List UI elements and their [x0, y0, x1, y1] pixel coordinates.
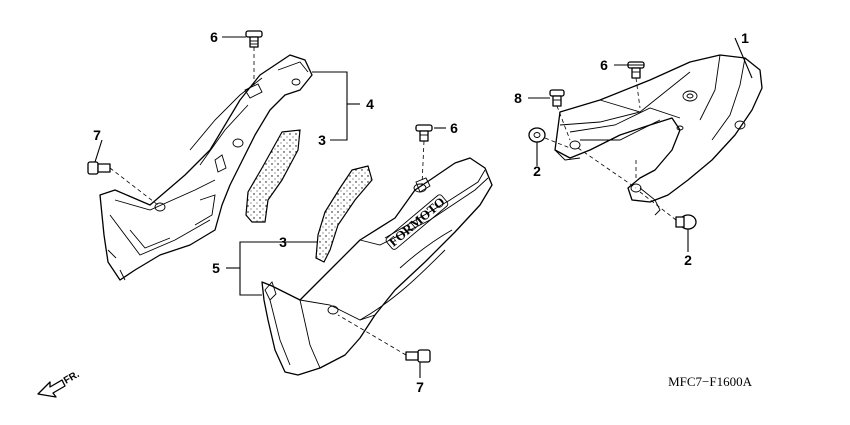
callout-6-right: 6	[600, 57, 608, 73]
callout-1: 1	[741, 30, 749, 46]
front-direction-arrow: FR.	[37, 369, 82, 398]
callout-2-right: 2	[684, 252, 692, 268]
bolt-6-middle	[415, 124, 433, 142]
leader-lines	[94, 36, 753, 378]
foam-seal-3-lower	[315, 165, 373, 263]
left-side-cover-inner	[99, 54, 313, 281]
callout-4: 4	[366, 96, 374, 112]
bolt-6-right	[627, 61, 645, 79]
callout-7-left: 7	[93, 127, 101, 143]
callout-2-left: 2	[533, 163, 541, 179]
side-cover-main: FORMOTO	[261, 157, 493, 376]
direction-label: FR.	[62, 369, 82, 387]
rear-cowl	[554, 54, 763, 216]
bolt-8-right	[549, 89, 565, 107]
callout-8: 8	[514, 90, 522, 106]
callout-3-lower: 3	[279, 234, 287, 250]
callout-7-bottom: 7	[416, 379, 424, 395]
callout-5: 5	[212, 260, 220, 276]
bolt-7-bottom	[405, 349, 431, 363]
callout-3-upper: 3	[318, 132, 326, 148]
bolt-7-left	[87, 161, 111, 175]
grommet-2-left	[528, 127, 546, 143]
grommet-2-right	[675, 214, 697, 230]
figure-code: MFC7−F1600A	[668, 374, 753, 389]
foam-seal-3-upper	[245, 129, 301, 223]
bolt-6-left	[245, 30, 263, 48]
callout-6-left: 6	[210, 29, 218, 45]
callout-6-middle: 6	[450, 120, 458, 136]
